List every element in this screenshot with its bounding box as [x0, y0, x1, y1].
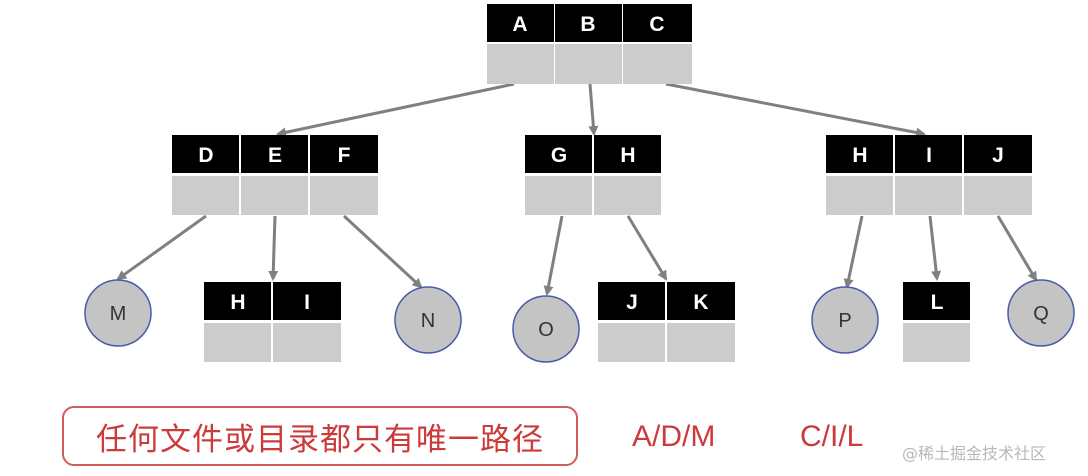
node-root-key-cell-1	[555, 4, 622, 42]
node-middle-child-slot-1	[594, 176, 661, 215]
node-left-key-0: D	[198, 144, 213, 167]
node-middle-child-slot-0	[525, 176, 592, 215]
watermark: @稀土掘金技术社区	[902, 444, 1047, 463]
edges	[116, 82, 1038, 296]
node-left-key-2: F	[338, 144, 351, 167]
node-right-key-cell-1	[895, 135, 962, 173]
node-left-child-key-0: H	[230, 291, 245, 314]
node-root-key-1: B	[580, 13, 595, 36]
node-right-key-0: H	[852, 144, 867, 167]
node-left-child-child-slot-1	[273, 323, 341, 362]
node-left-key-cell-2	[310, 135, 378, 173]
leaf-o-circle	[512, 295, 580, 363]
node-left-child-key-cell-1	[273, 282, 341, 320]
leaf-n-label: N	[421, 310, 435, 332]
node-left-child-slot-2	[310, 176, 378, 215]
node-middle-key-cell-0	[525, 135, 592, 173]
node-middle-key-0: G	[551, 144, 567, 167]
leaf-q: Q	[1007, 279, 1075, 347]
edge-root-to-right	[665, 82, 926, 138]
leaf-q-circle	[1007, 279, 1075, 347]
node-left-child-key-cell-0	[204, 282, 271, 320]
node-right-key-1: I	[926, 144, 932, 167]
node-right-child-slot-1	[895, 176, 962, 215]
node-left: D E F	[172, 135, 378, 215]
node-right-child-child-slot-0	[903, 323, 970, 362]
node-middle-child-child-slot-1	[667, 323, 735, 362]
node-right: H I J	[826, 135, 1032, 215]
node-left-child-slot-1	[241, 176, 308, 215]
node-right-child-slot-0	[826, 176, 893, 215]
node-middle-key-cell-1	[594, 135, 661, 173]
node-left-child-child-slot-0	[204, 323, 271, 362]
node-left-key-cell-1	[241, 135, 308, 173]
leaf-n: N	[394, 286, 462, 354]
edge-right-to-p	[843, 215, 864, 289]
node-middle-child-child-slot-0	[598, 323, 665, 362]
edge-root-to-middle	[588, 83, 599, 136]
node-root-child-slot-2	[623, 44, 692, 84]
node-middle-child-key-1: K	[693, 291, 708, 314]
node-root-key-cell-0	[487, 4, 554, 42]
leaf-n-circle	[394, 286, 462, 354]
path-example-1: A/D/M	[632, 420, 716, 453]
node-right-key-cell-2	[964, 135, 1032, 173]
node-root: A B C	[487, 4, 692, 84]
path-example-2: C/I/L	[800, 420, 864, 453]
node-left-child: H I	[204, 282, 341, 362]
node-middle: G H	[525, 135, 661, 215]
leaf-p-circle	[811, 286, 879, 354]
node-right-child-key-cell-0	[903, 282, 970, 320]
edge-left-to-n	[342, 214, 423, 289]
node-left-child-slot-0	[172, 176, 239, 215]
node-root-child-slot-1	[555, 44, 622, 84]
node-right-child: L	[903, 282, 970, 362]
node-root-key-0: A	[512, 13, 527, 36]
leaf-m: M	[84, 279, 152, 347]
leaf-p: P	[811, 286, 879, 354]
node-root-child-slot-0	[487, 44, 554, 84]
leaf-m-circle	[84, 279, 152, 347]
node-left-key-cell-0	[172, 135, 239, 173]
node-right-key-2: J	[992, 144, 1004, 167]
node-middle-child-key-0: J	[626, 291, 638, 314]
node-middle-child-key-cell-0	[598, 282, 665, 320]
edge-middle-to-o	[543, 215, 564, 296]
edge-right-to-q	[996, 215, 1038, 282]
leaf-m-label: M	[110, 303, 127, 325]
leaf-p-label: P	[838, 310, 851, 332]
node-left-key-1: E	[268, 144, 282, 167]
node-middle-child-key-cell-1	[667, 282, 735, 320]
leaf-q-label: Q	[1033, 303, 1049, 325]
edge-left-to-m	[116, 214, 207, 281]
node-root-key-2: C	[649, 13, 664, 36]
node-right-child-slot-2	[964, 176, 1032, 215]
edge-middle-to-child-node	[626, 215, 668, 281]
callout-text: 任何文件或目录都只有唯一路径	[96, 421, 544, 458]
node-root-key-cell-2	[623, 4, 692, 42]
edge-left-to-child-node	[268, 215, 279, 281]
node-left-child-key-1: I	[304, 291, 310, 314]
callout-box: 任何文件或目录都只有唯一路径	[62, 406, 578, 466]
edge-root-to-left	[276, 82, 515, 138]
node-middle-child: J K	[598, 282, 735, 362]
edge-right-to-child-node	[928, 215, 942, 281]
leaf-o: O	[512, 295, 580, 363]
node-right-child-key-0: L	[931, 291, 944, 314]
node-middle-key-1: H	[620, 144, 635, 167]
leaf-o-label: O	[538, 319, 554, 341]
node-right-key-cell-0	[826, 135, 893, 173]
